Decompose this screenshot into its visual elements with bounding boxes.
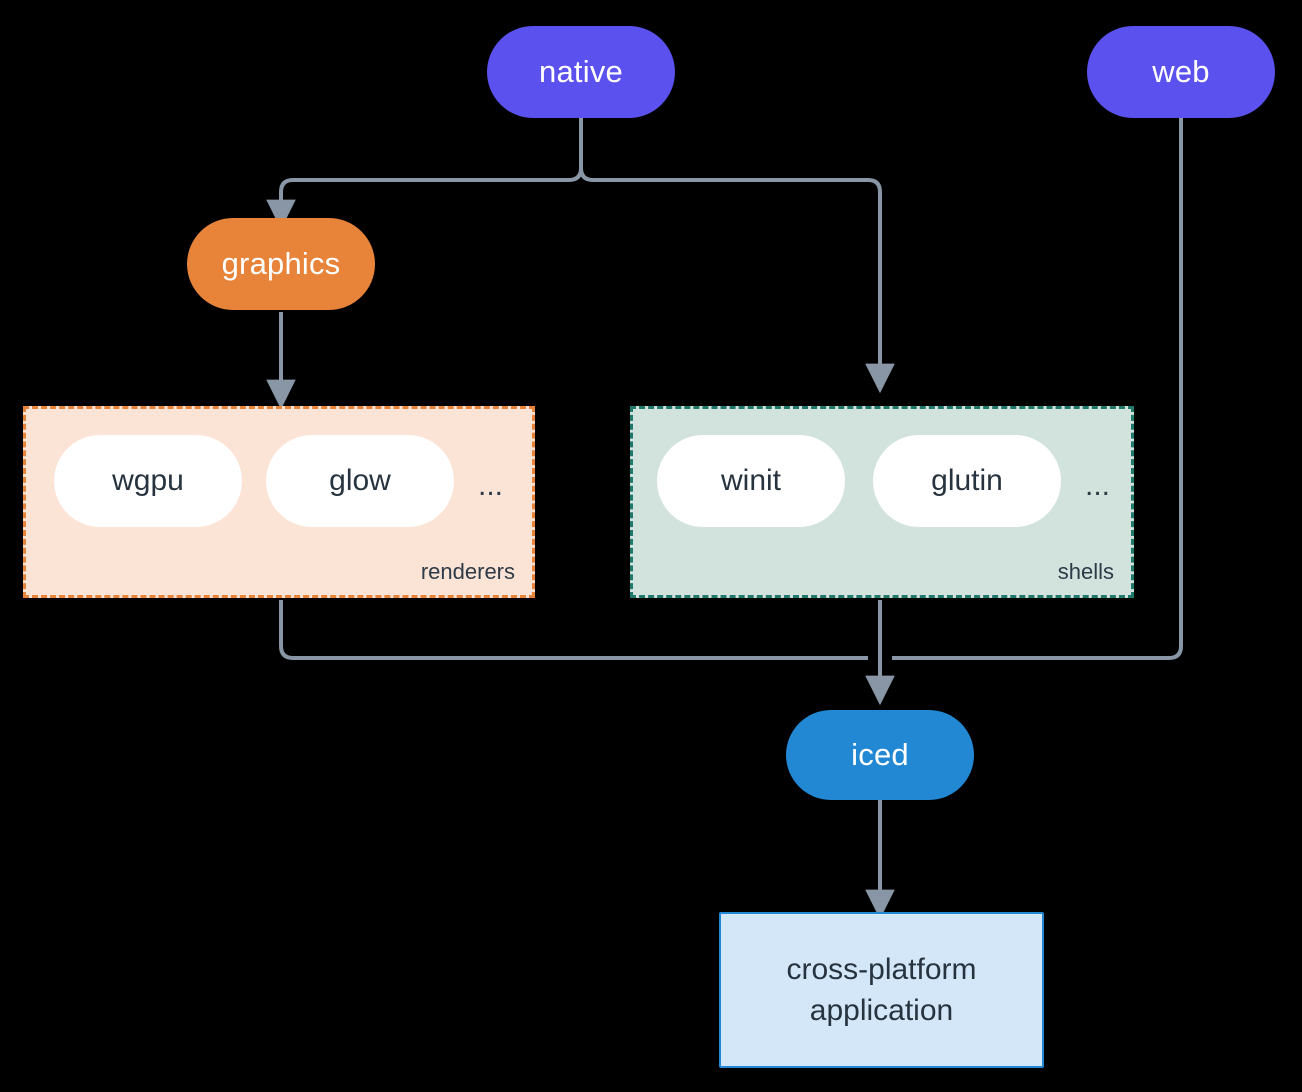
- group-renderers-label: renderers: [420, 559, 515, 584]
- member-pill-wgpu-label: wgpu: [112, 464, 184, 497]
- edge-renderers-to-iced: [279, 600, 868, 660]
- node-graphics[interactable]: graphics: [187, 218, 375, 310]
- group-renderers[interactable]: wgpu glow ... renderers: [23, 406, 535, 598]
- member-pill-wgpu[interactable]: wgpu: [54, 435, 242, 527]
- member-pill-glutin-label: glutin: [931, 464, 1003, 497]
- edge-native-to-graphics: [266, 167, 583, 230]
- edge-web-to-iced: [892, 118, 1183, 660]
- node-web[interactable]: web: [1087, 26, 1275, 118]
- application-label-line1: cross-platform: [786, 952, 977, 986]
- member-pill-glutin[interactable]: glutin: [873, 435, 1061, 527]
- node-cross-platform-application[interactable]: cross-platform application: [719, 912, 1044, 1068]
- member-pill-winit[interactable]: winit: [657, 435, 845, 527]
- shells-more-ellipsis: ...: [1085, 469, 1111, 502]
- group-shells-label: shells: [1057, 559, 1114, 584]
- node-graphics-label: graphics: [221, 246, 341, 281]
- group-shells[interactable]: winit glutin ... shells: [630, 406, 1134, 598]
- application-label-line2: application: [809, 994, 954, 1027]
- edge-native-split: [579, 118, 895, 394]
- node-web-label: web: [1152, 54, 1210, 89]
- node-iced-label: iced: [851, 737, 909, 772]
- node-native-label: native: [539, 54, 623, 89]
- member-pill-winit-label: winit: [720, 464, 781, 497]
- node-iced[interactable]: iced: [786, 710, 974, 800]
- renderers-more-ellipsis: ...: [478, 469, 504, 502]
- member-pill-glow-label: glow: [329, 464, 391, 497]
- member-pill-glow[interactable]: glow: [266, 435, 454, 527]
- node-native[interactable]: native: [487, 26, 675, 118]
